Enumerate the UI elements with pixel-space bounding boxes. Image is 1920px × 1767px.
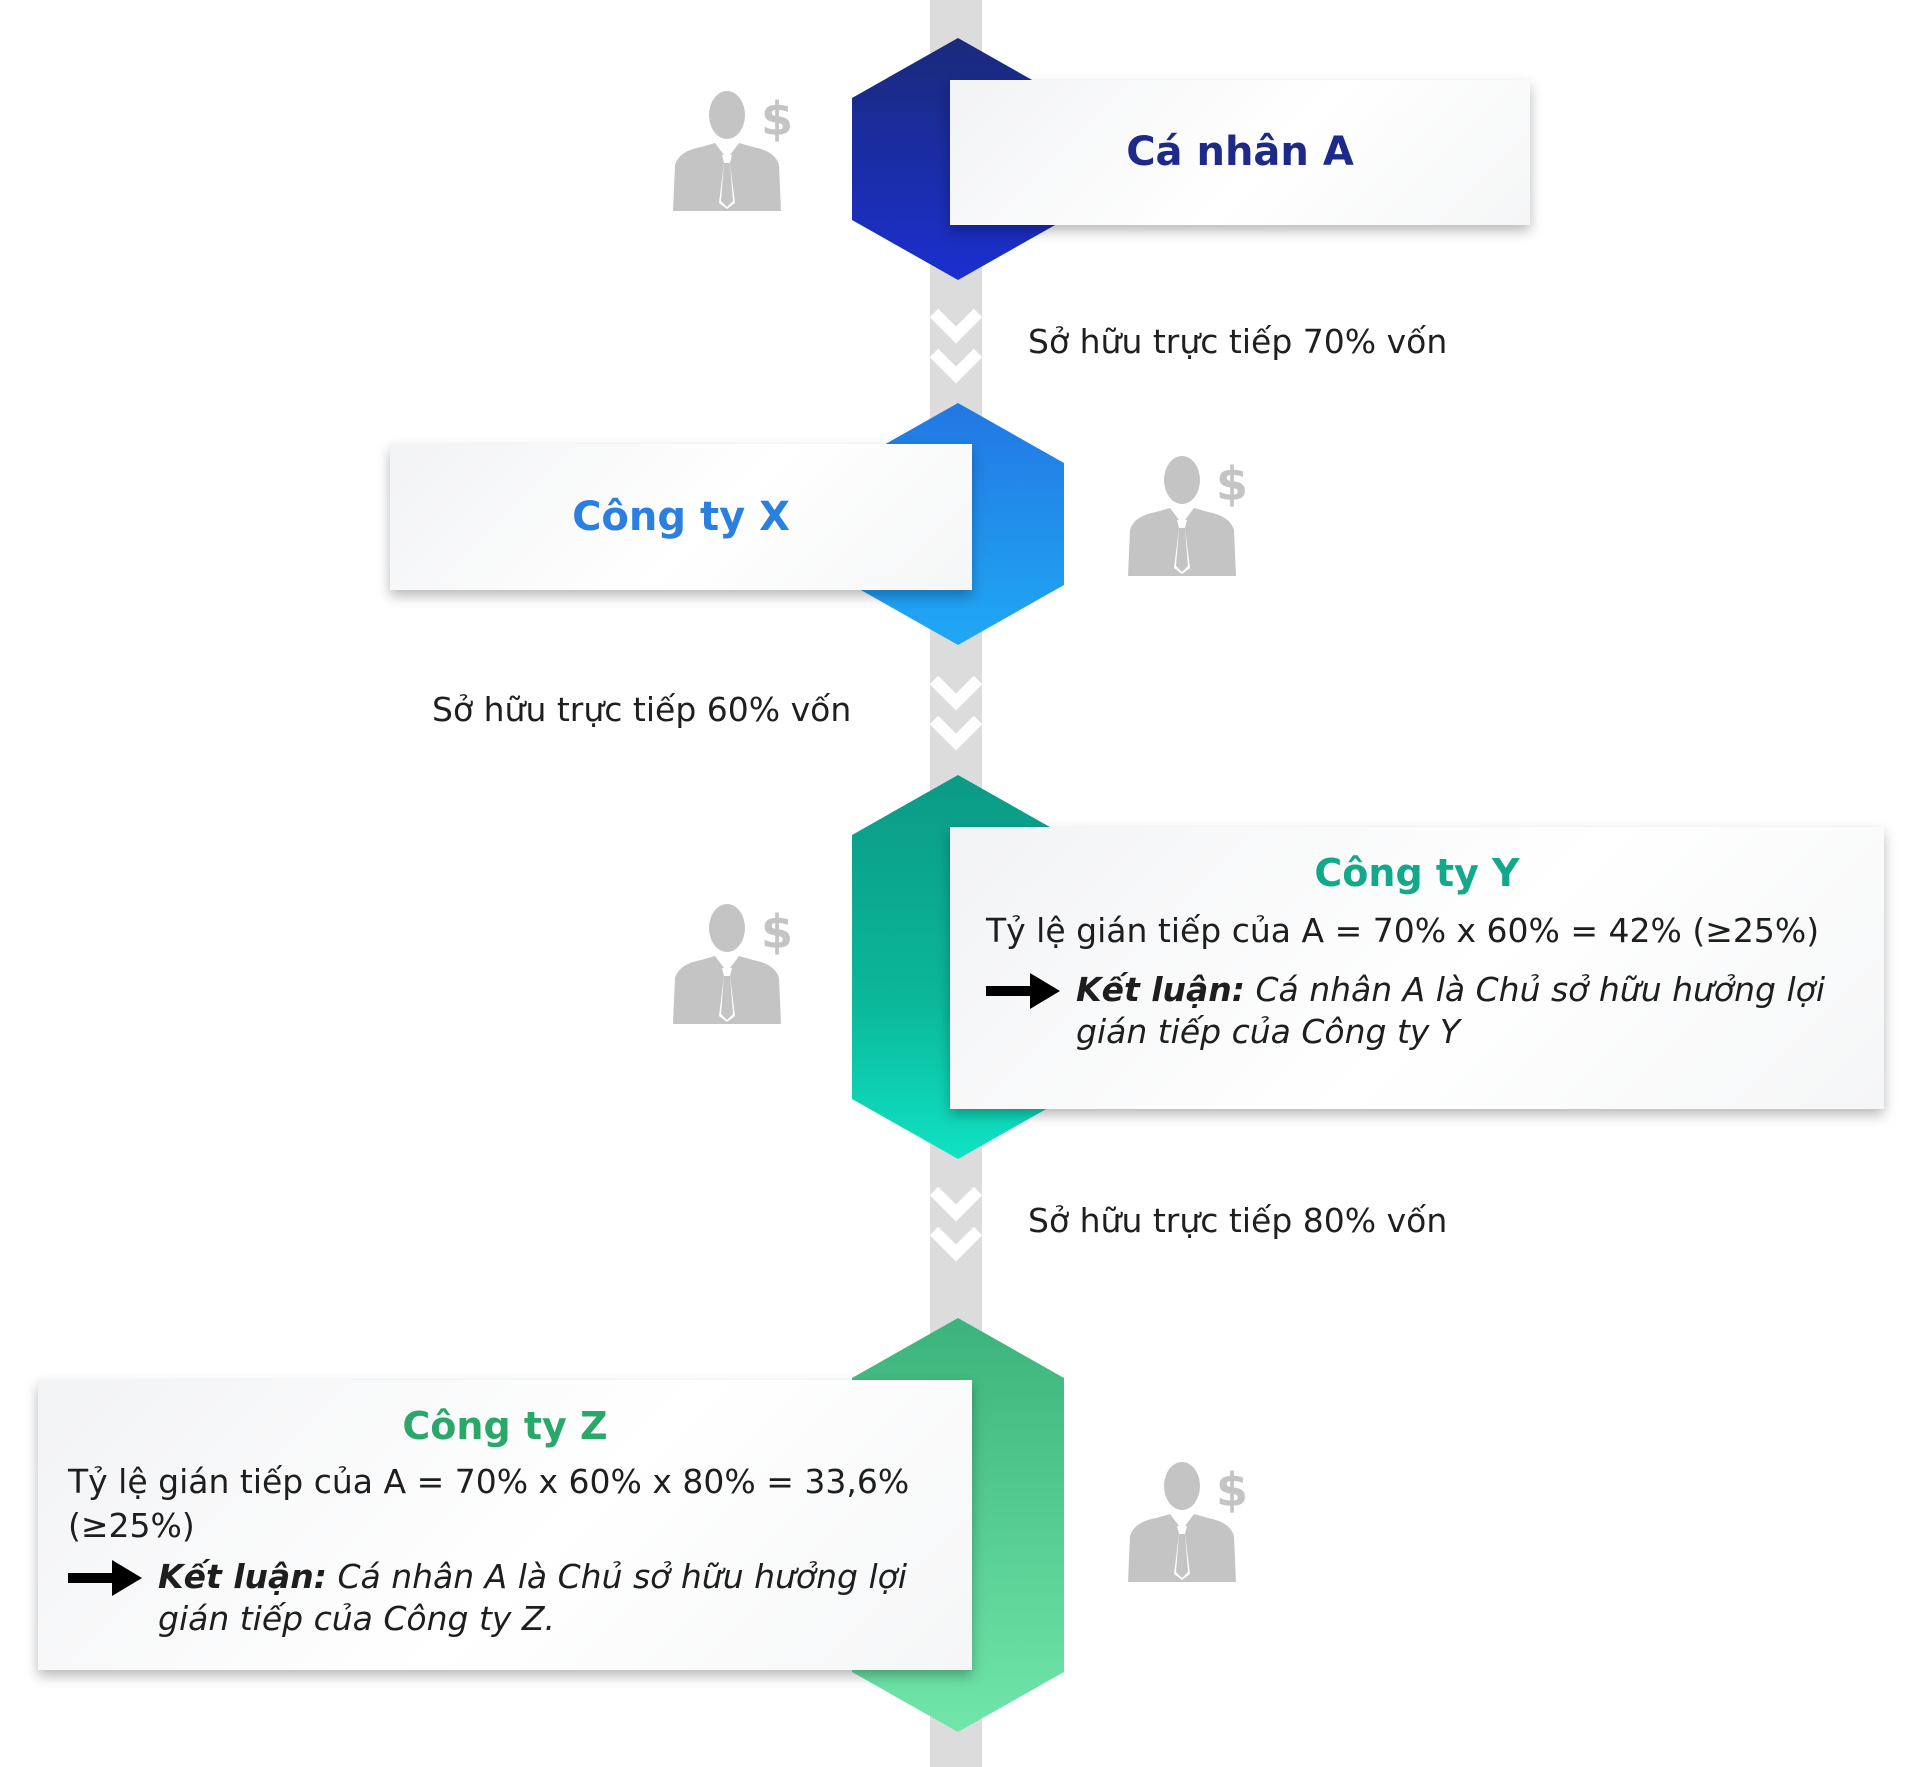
edge-label-y-z: Sở hữu trực tiếp 80% vốn	[1028, 1201, 1448, 1240]
edge-label-x-y: Sở hữu trực tiếp 60% vốn	[432, 690, 852, 729]
conclusion-text-z: Cá nhân A là Chủ sở hữu hưởng lợi gián t…	[158, 1557, 907, 1638]
right-arrow-icon	[68, 1560, 142, 1596]
svg-text:$: $	[1216, 1463, 1248, 1517]
chevron-down-icon	[930, 308, 982, 384]
conclusion-y: Kết luận: Cá nhân A là Chủ sở hữu hưởng …	[986, 969, 1848, 1053]
svg-text:$: $	[1216, 457, 1248, 511]
conclusion-lead-z: Kết luận:	[158, 1557, 327, 1596]
businessman-dollar-icon: $	[673, 904, 793, 1024]
chevron-down-icon	[930, 675, 982, 751]
businessman-dollar-icon: $	[673, 91, 793, 211]
conclusion-lead-y: Kết luận:	[1076, 970, 1245, 1009]
chevron-down-icon	[930, 1186, 982, 1262]
node-title-x: Công ty X	[572, 494, 790, 540]
businessman-dollar-icon: $	[1128, 1462, 1248, 1582]
card-node-a: Cá nhân A	[950, 80, 1530, 225]
right-arrow-icon	[986, 973, 1060, 1009]
node-title-a: Cá nhân A	[1126, 129, 1354, 175]
businessman-dollar-icon: $	[1128, 456, 1248, 576]
svg-text:$: $	[761, 92, 793, 146]
edge-label-a-x: Sở hữu trực tiếp 70% vốn	[1028, 322, 1448, 361]
card-node-x: Công ty X	[390, 444, 972, 590]
card-node-y: Công ty Y Tỷ lệ gián tiếp của A = 70% x …	[950, 827, 1884, 1109]
conclusion-text-y: Cá nhân A là Chủ sở hữu hưởng lợi gián t…	[1076, 970, 1825, 1051]
node-title-y: Công ty Y	[1314, 851, 1520, 895]
conclusion-z: Kết luận: Cá nhân A là Chủ sở hữu hưởng …	[68, 1556, 942, 1640]
svg-text:$: $	[761, 905, 793, 959]
card-node-z: Công ty Z Tỷ lệ gián tiếp của A = 70% x …	[38, 1380, 972, 1670]
formula-y: Tỷ lệ gián tiếp của A = 70% x 60% = 42% …	[986, 911, 1820, 950]
node-title-z: Công ty Z	[402, 1404, 608, 1448]
formula-z: Tỷ lệ gián tiếp của A = 70% x 60% x 80% …	[68, 1462, 910, 1545]
